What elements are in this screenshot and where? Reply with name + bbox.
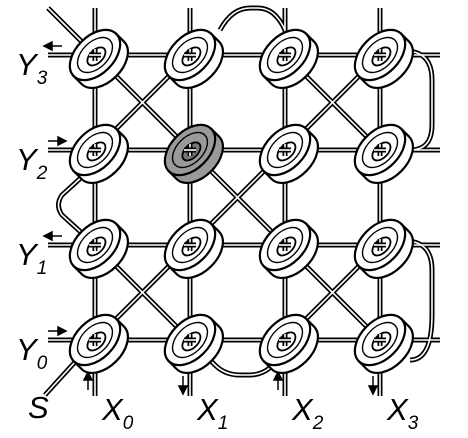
- arrow-y3: [42, 40, 62, 52]
- core-wire-pass: [184, 239, 196, 251]
- core-wire-pass: [374, 144, 386, 156]
- core: [163, 218, 224, 279]
- label-y2: Y2: [16, 142, 48, 184]
- core-wire-pass: [374, 49, 386, 61]
- core-wire-pass: [184, 334, 196, 346]
- label-x2: X2: [291, 392, 324, 434]
- core-wire-pass: [184, 49, 196, 61]
- core-wire-pass: [89, 49, 101, 61]
- y-labels: Y3 Y2 Y1 Y0: [16, 47, 48, 374]
- label-y0: Y0: [16, 332, 48, 374]
- core-wire-pass: [279, 144, 291, 156]
- label-s: S: [28, 390, 49, 425]
- arrow-y0: [48, 325, 68, 337]
- core: [258, 313, 319, 374]
- arrow-x3: [367, 376, 379, 396]
- core-wire-pass: [374, 239, 386, 251]
- core: [68, 123, 129, 184]
- label-x0: X0: [101, 392, 134, 434]
- core-wire-pass: [279, 49, 291, 61]
- arrow-y2: [48, 135, 68, 147]
- core: [353, 28, 414, 89]
- core: [353, 218, 414, 279]
- arrows: [42, 40, 379, 396]
- core-wire-pass: [89, 334, 101, 346]
- label-x3: X3: [386, 392, 419, 434]
- core-wire-pass: [374, 334, 386, 346]
- arrow-x1: [177, 376, 189, 396]
- x-labels: X0 X1 X2 X3: [101, 392, 419, 434]
- core-wire-pass: [279, 334, 291, 346]
- top-jog: [217, 5, 288, 32]
- core-wire-pass: [89, 144, 101, 156]
- core-array: [68, 28, 414, 374]
- label-y1: Y1: [16, 237, 47, 279]
- core-wire-pass: [184, 144, 196, 156]
- label-x1: X1: [196, 392, 228, 434]
- arrow-x0: [82, 370, 94, 390]
- arrow-y1: [42, 230, 62, 242]
- label-y3: Y3: [16, 47, 48, 89]
- core-wire-pass: [279, 239, 291, 251]
- core: [258, 123, 319, 184]
- core-wire-pass: [89, 239, 101, 251]
- arrow-x2: [272, 370, 284, 390]
- core: [68, 313, 129, 374]
- core: [163, 28, 224, 89]
